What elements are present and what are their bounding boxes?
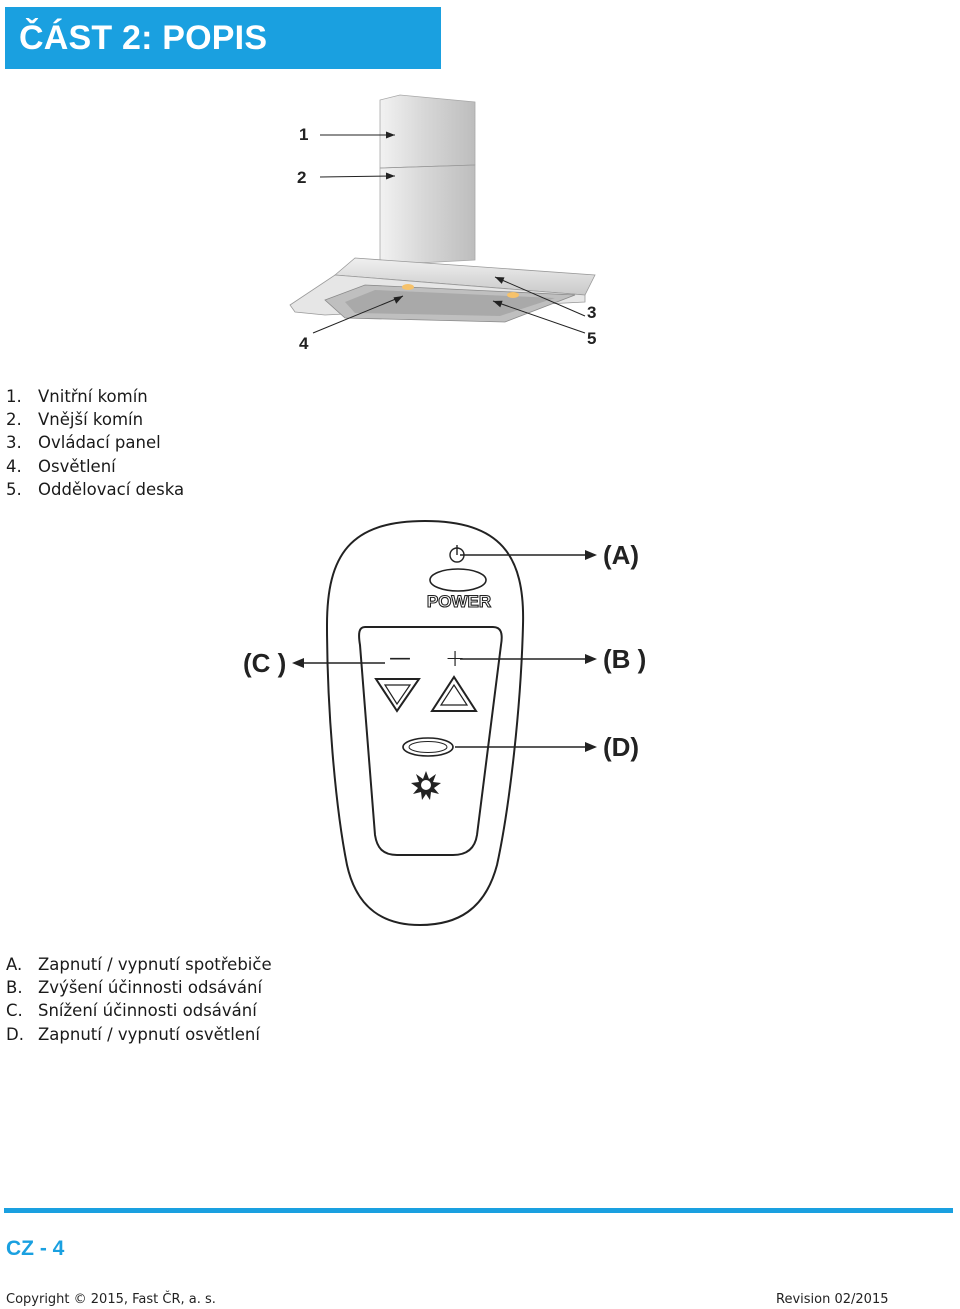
copyright-notice: Copyright © 2015, Fast ČR, a. s. [6, 1292, 216, 1307]
list-item: 3.Ovládací panel [6, 433, 161, 453]
inner-chimney [379, 94, 476, 169]
page-number: CZ - 4 [6, 1237, 65, 1260]
list-item: B.Zvýšení účinnosti odsávání [6, 978, 263, 998]
revision-label: Revision [776, 1292, 831, 1307]
callout-3: 3 [587, 303, 596, 322]
callout-d: (D) [603, 732, 639, 762]
separation-plate [345, 290, 555, 316]
outer-chimney [379, 164, 476, 266]
light-icon [411, 771, 441, 800]
range-hood-illustration: 1 2 3 4 5 [289, 94, 596, 353]
section-title: ČÁST 2: POPIS PŘÍSTROJE [5, 7, 441, 119]
light-left [402, 284, 414, 290]
plus-sign: + [445, 644, 465, 672]
callout-a: (A) [603, 540, 639, 570]
revision-info: Revision 02/2015 [776, 1292, 889, 1307]
control-panel-illustration: POWER — + (A) (B ) (C ) (D) [243, 519, 646, 927]
light-button[interactable] [402, 737, 454, 757]
revision-value: 02/2015 [834, 1292, 889, 1307]
list-item: A.Zapnutí / vypnutí spotřebiče [6, 955, 272, 974]
callout-c: (C ) [243, 648, 286, 678]
list-item: 4.Osvětlení [6, 456, 116, 476]
light-right [507, 292, 519, 298]
footer-divider [4, 1208, 953, 1213]
callout-b: (B ) [603, 644, 646, 674]
list-item: 2.Vnější komín [6, 410, 144, 430]
callout-1: 1 [299, 125, 308, 144]
power-button[interactable] [429, 568, 487, 592]
power-label: POWER [427, 592, 491, 611]
callout-4: 4 [299, 334, 309, 353]
functions-list: A.Zapnutí / vypnutí spotřebiče B.Zvýšení… [6, 953, 272, 1046]
parts-list: 1.Vnitřní komín 2.Vnější komín 3.Ovládac… [6, 385, 184, 501]
callout-5: 5 [587, 329, 596, 348]
minus-sign: — [389, 646, 411, 671]
list-item: 5.Oddělovací deska [6, 479, 185, 499]
callout-2: 2 [297, 168, 306, 187]
list-item: 1.Vnitřní komín [6, 387, 148, 406]
list-item: C.Snížení účinnosti odsávání [6, 1001, 257, 1021]
fan-decrease-button[interactable] [374, 678, 421, 713]
list-item: D.Zapnutí / vypnutí osvětlení [6, 1024, 260, 1044]
fan-increase-button[interactable] [430, 675, 478, 712]
